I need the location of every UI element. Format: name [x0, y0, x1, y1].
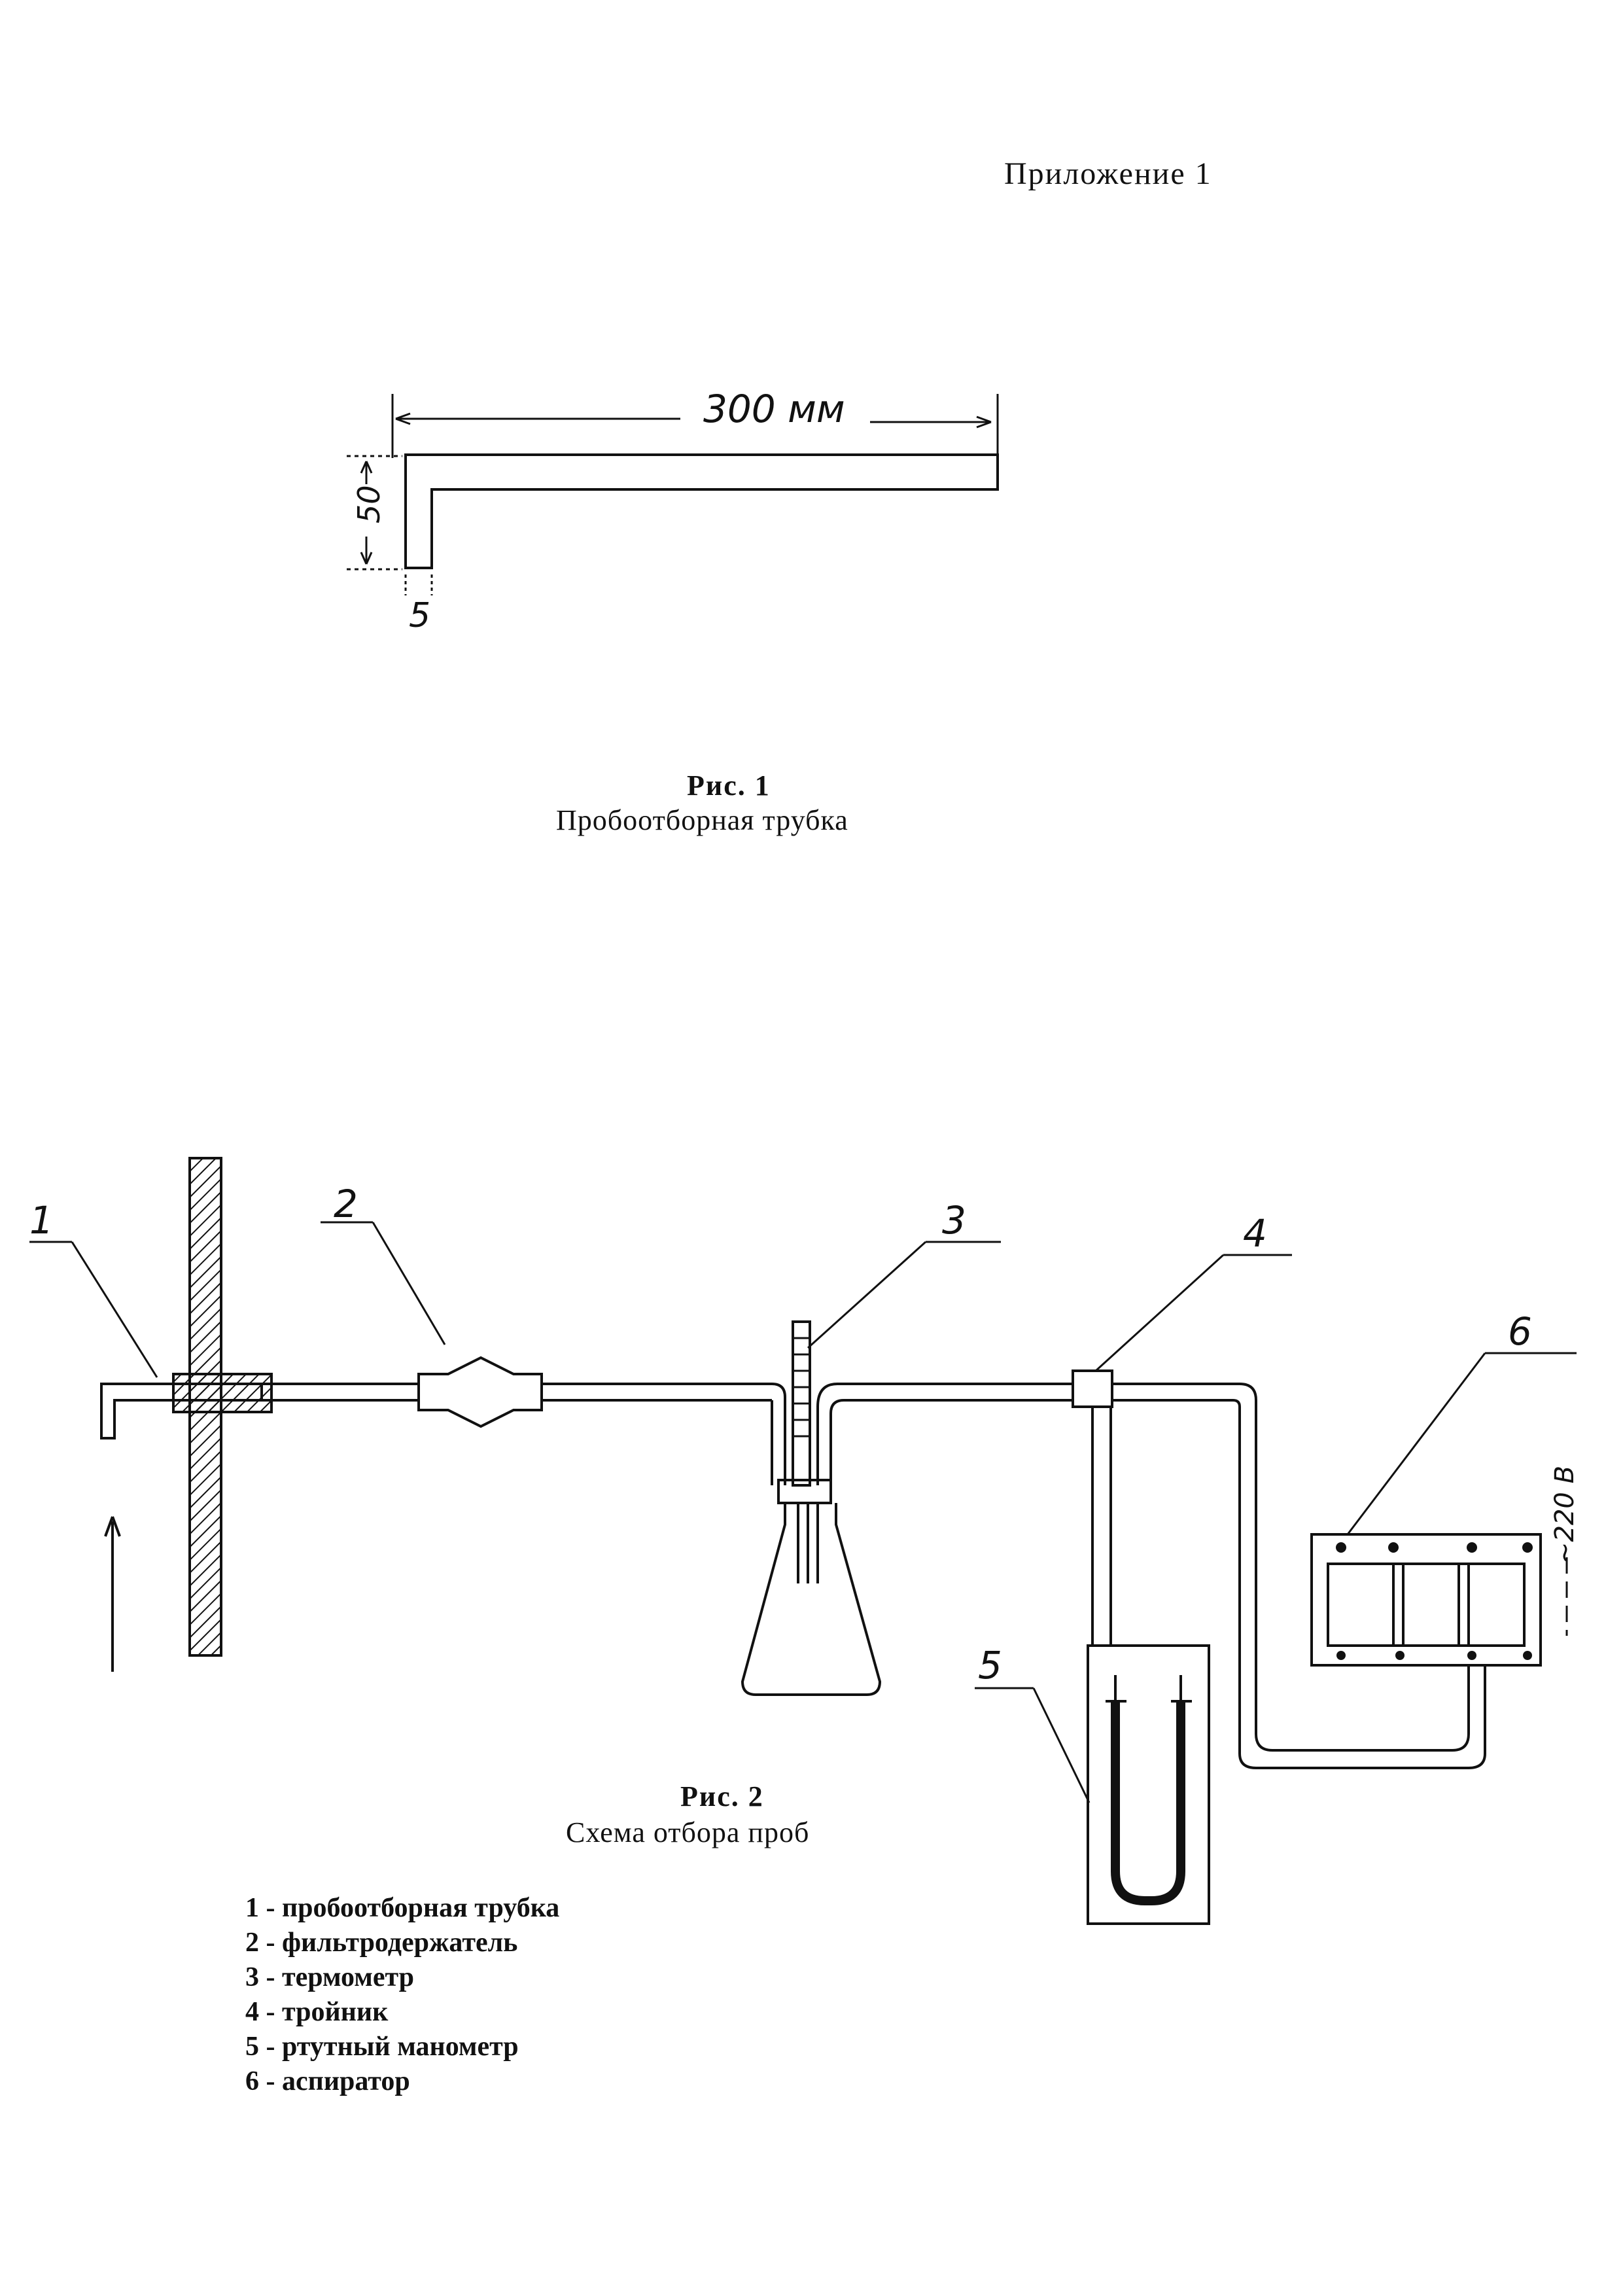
absorption-flask: [741, 1503, 882, 1696]
aspirator: [1310, 1533, 1542, 1667]
filter-holder: [417, 1356, 543, 1428]
figure-1-number: Рис. 1: [687, 769, 771, 802]
figure-1-sampling-tube: 300 мм 50 5: [347, 387, 999, 635]
legend-item: 4 - тройник: [245, 1997, 389, 2027]
voltage-label: ~220 В: [1550, 1466, 1580, 1564]
label-1: 1: [29, 1198, 54, 1243]
label-3: 3: [942, 1198, 966, 1243]
label-2: 2: [334, 1182, 358, 1226]
label-4: 4: [1243, 1211, 1267, 1256]
legend-item: 3 - термометр: [245, 1962, 414, 1992]
figure-2-legend: 1 - пробоотборная трубка 2 - фильтродерж…: [245, 1891, 559, 2099]
figure-1-title: Пробоотборная трубка: [556, 804, 848, 836]
flask-stopper: [777, 1479, 832, 1504]
probe-seal: [172, 1373, 273, 1413]
legend-item: 6 - аспиратор: [245, 2066, 410, 2096]
tee-connector: [1072, 1369, 1113, 1408]
figure-2-number: Рис. 2: [680, 1780, 764, 1812]
legend-item: 1 - пробоотборная трубка: [245, 1893, 560, 1923]
figure-2-title: Схема отбора проб: [566, 1816, 810, 1848]
dim-height-label: 50: [351, 485, 387, 523]
legend-item: 2 - фильтродержатель: [245, 1928, 518, 1958]
label-5: 5: [978, 1643, 1002, 1687]
label-6: 6: [1508, 1309, 1532, 1354]
dim-length-label: 300 мм: [703, 387, 845, 431]
appendix-title: Приложение 1: [1004, 156, 1212, 191]
mercury-manometer: [1087, 1644, 1210, 1925]
dim-width-label: 5: [409, 596, 430, 635]
legend-item: 5 - ртутный манометр: [245, 2032, 519, 2062]
